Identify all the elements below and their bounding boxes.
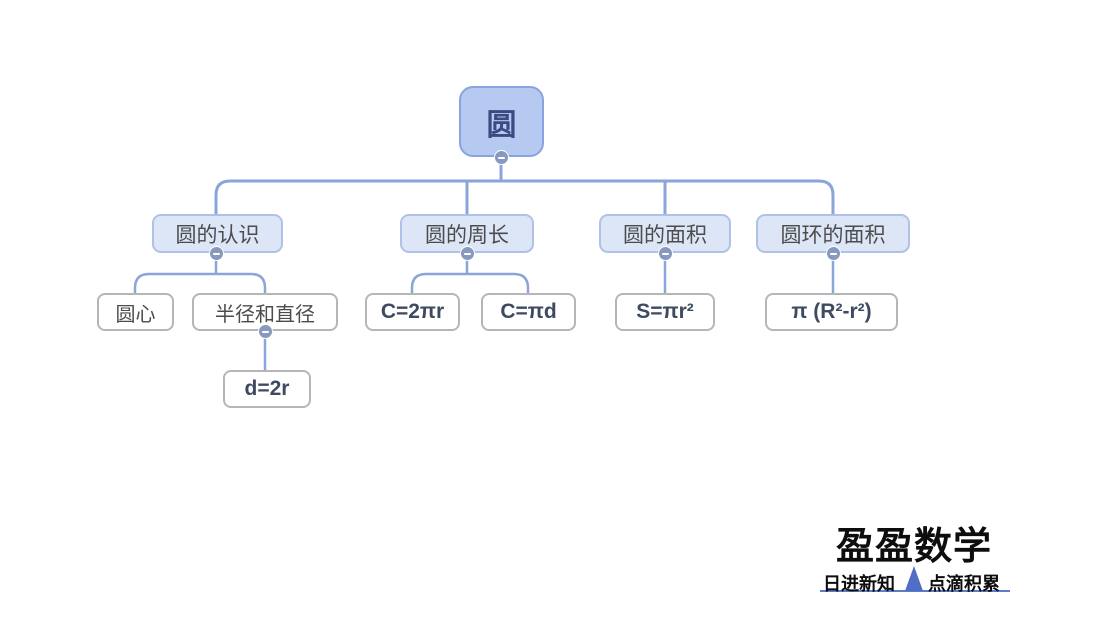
brand-slogan-right: 点滴积累 bbox=[928, 574, 1000, 594]
brand-slogan-left: 日进新知 bbox=[823, 574, 895, 594]
node-circle-root[interactable]: 圆 bbox=[459, 86, 544, 157]
minus-icon bbox=[213, 252, 220, 255]
minus-icon bbox=[498, 156, 505, 159]
node-center-of-circle[interactable]: 圆心 bbox=[97, 293, 174, 331]
node-formula-ring[interactable]: π (R²-r²) bbox=[765, 293, 898, 331]
collapse-icon[interactable] bbox=[494, 150, 509, 165]
collapse-icon[interactable] bbox=[258, 324, 273, 339]
collapse-icon[interactable] bbox=[658, 246, 673, 261]
minus-icon bbox=[662, 252, 669, 255]
collapse-icon[interactable] bbox=[826, 246, 841, 261]
collapse-icon[interactable] bbox=[460, 246, 475, 261]
brand-underline bbox=[820, 590, 1010, 592]
node-formula-d-2r[interactable]: d=2r bbox=[223, 370, 311, 408]
node-formula-c-2pir[interactable]: C=2πr bbox=[365, 293, 460, 331]
brand-title: 盈盈数学 bbox=[836, 526, 993, 568]
node-formula-c-pid[interactable]: C=πd bbox=[481, 293, 576, 331]
peak-triangle-icon bbox=[905, 566, 923, 591]
minus-icon bbox=[262, 330, 269, 333]
minus-icon bbox=[830, 252, 837, 255]
node-formula-s-pir2[interactable]: S=πr² bbox=[615, 293, 715, 331]
collapse-icon[interactable] bbox=[209, 246, 224, 261]
minus-icon bbox=[464, 252, 471, 255]
